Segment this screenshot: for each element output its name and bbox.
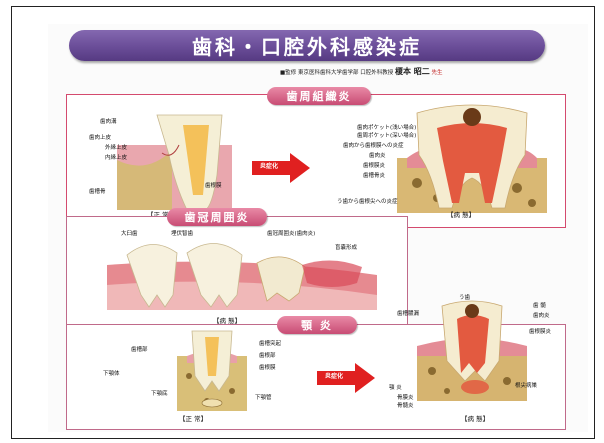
poster-title: 歯科・口腔外科感染症	[69, 30, 545, 61]
diseased-jaw-illustration	[417, 301, 527, 401]
slide: 歯科・口腔外科感染症 ■監修 東京医科歯科大学歯学部 口腔外科教授 榎本 昭二 …	[48, 24, 588, 432]
label-outer-epithelium: 外縁上皮	[105, 145, 127, 151]
arrow-label-3: 炎症化	[325, 371, 343, 380]
label-periostitis: 骨膜炎	[397, 395, 414, 401]
label-gingival-sulcus: 歯肉溝	[100, 119, 117, 125]
slide-frame: 歯科・口腔外科感染症 ■監修 東京医科歯科大学歯学部 口腔外科教授 榎本 昭二 …	[11, 6, 595, 439]
label-dental-pulp: 歯 髄	[533, 303, 546, 309]
label-gingivitis: 歯肉炎	[369, 153, 386, 159]
label-pericoronitis-gingivitis: 歯冠周囲炎(歯肉炎)	[267, 231, 315, 237]
label-gingival-epithelium: 歯肉上皮	[89, 135, 111, 141]
label-jaw-inflammation: 顎 炎	[389, 385, 402, 391]
label-gingiva-to-ligament: 歯肉から歯根膜への炎症	[343, 143, 404, 149]
normal-caption-3: 【正 常】	[179, 413, 207, 423]
supervisor-prefix: ■監修	[280, 70, 296, 76]
label-alveolar-part: 歯槽部	[131, 347, 148, 353]
supervisor-affiliation: 東京医科歯科大学歯学部 口腔外科教授	[298, 70, 393, 76]
label-alveolar-bone: 歯槽骨	[89, 189, 106, 195]
supervisor-name: 榎本 昭二	[395, 67, 430, 76]
label-periodontal-ligament: 歯根膜	[205, 183, 222, 189]
periodontitis-panel: 歯肉溝 歯肉上皮 外縁上皮 内縁上皮 歯槽骨 歯根膜 【正 常】 炎症化 歯周組…	[66, 94, 566, 228]
normal-jaw-illustration	[177, 331, 247, 411]
supervisor-credit: ■監修 東京医科歯科大学歯学部 口腔外科教授 榎本 昭二 先生	[280, 66, 443, 77]
label-inner-epithelium: 内縁上皮	[105, 155, 127, 161]
label-mandible-base: 下顎底	[151, 391, 168, 397]
normal-tooth-illustration	[117, 115, 237, 210]
jaw-inflammation-panel: 顎 炎 歯槽部 下顎体 下顎底 歯槽突起 歯根部 歯根膜 下顎管 【正 常】 炎…	[66, 324, 566, 430]
label-root-part: 歯根部	[259, 353, 276, 359]
arrow-label-1: 炎症化	[260, 161, 278, 170]
pericoronitis-panel: 歯冠周囲炎 大臼歯 埋伏智歯 歯冠周囲炎(歯肉炎) 盲嚢形成 【病 態】	[66, 216, 408, 330]
section-title-pericoronitis: 歯冠周囲炎	[167, 208, 267, 226]
label-mandibular-canal: 下顎管	[255, 395, 272, 401]
label-caries: う歯	[459, 295, 470, 301]
label-blind-pouch: 盲嚢形成	[335, 245, 357, 251]
section-title-periodontitis: 歯周組織炎	[267, 87, 371, 105]
label-osteomyelitis: 骨髄炎	[397, 403, 414, 409]
label-alveolar-process: 歯槽突起	[259, 341, 281, 347]
disease-caption-1: 【病 態】	[447, 209, 475, 219]
label-periodontal-pocket-deep: 歯周ポケット(深い場合)	[357, 133, 416, 139]
label-mandible-body: 下顎体	[103, 371, 120, 377]
label-impacted-wisdom-tooth: 埋伏智歯	[171, 231, 193, 237]
label-molar: 大臼歯	[121, 231, 138, 237]
label-periodontal-membrane-inflammation: 歯根膜炎	[363, 163, 385, 169]
label-gingival-pocket-shallow: 歯肉ポケット(浅い場合)	[357, 125, 416, 131]
section-title-jaw-inflammation: 顎 炎	[277, 316, 357, 334]
label-apical-lesion: 根尖病巣	[515, 383, 537, 389]
disease-caption-3: 【病 態】	[461, 413, 489, 423]
diseased-tooth-illustration	[397, 103, 547, 213]
label-gingivitis-3: 歯肉炎	[533, 313, 550, 319]
supervisor-honorific: 先生	[432, 70, 443, 76]
label-pyorrhea: 歯槽膿漏	[397, 311, 419, 317]
label-periodontitis-membrane-3: 歯根膜炎	[529, 329, 551, 335]
label-caries-to-apex: う歯から歯根尖への炎症	[337, 199, 398, 205]
label-alveolar-osteitis: 歯槽骨炎	[363, 173, 385, 179]
label-periodontal-membrane: 歯根膜	[259, 365, 276, 371]
